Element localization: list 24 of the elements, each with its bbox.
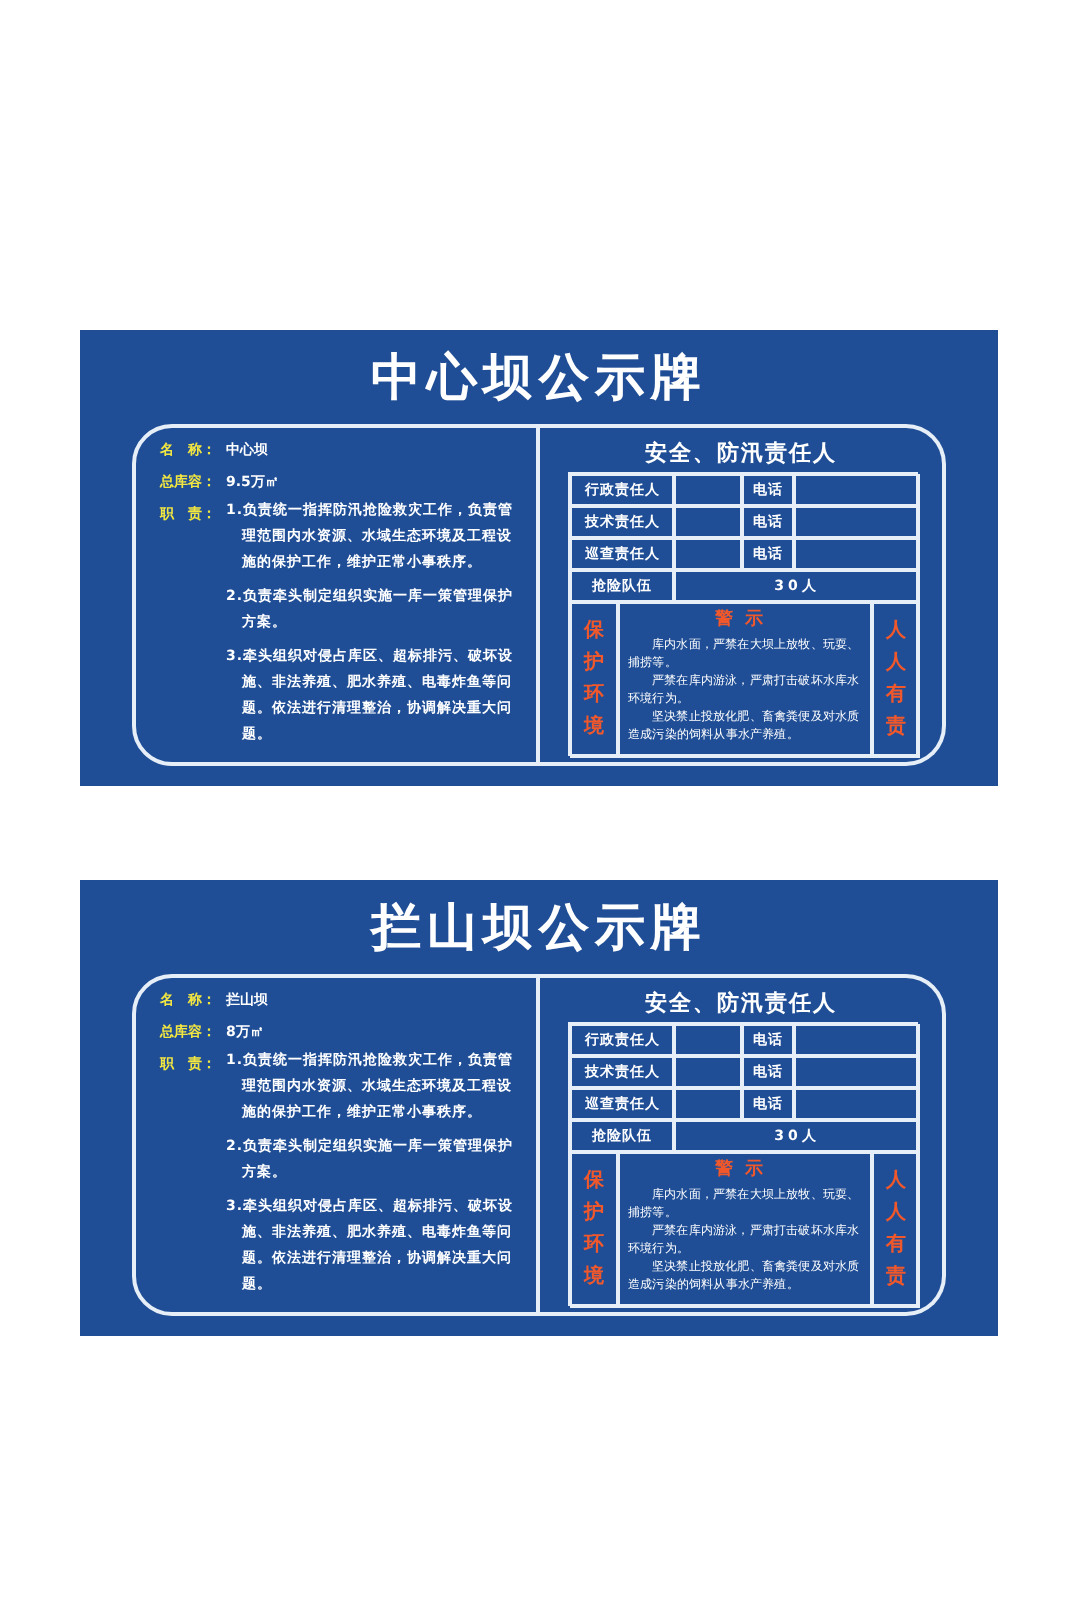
slogan-text: 人人有责: [883, 1167, 908, 1292]
slogan-text: 保护环境: [581, 1168, 606, 1292]
sign-title: 拦山坝公示牌: [367, 896, 709, 960]
slogan-text: 保护环境: [581, 618, 606, 742]
responsibility-table: [568, 1022, 918, 1306]
duty-panel: [540, 424, 946, 766]
sign-title: 中心坝公示牌: [369, 346, 709, 410]
warning-heading: 警示: [713, 610, 777, 632]
slogan-box: [872, 602, 920, 758]
slogan-box: [570, 602, 618, 758]
sign-board: [80, 330, 998, 786]
slogan-box: [872, 1152, 920, 1308]
slogan-text: 人人有责: [883, 617, 908, 742]
panel-heading: 安全、防汛责任人: [643, 988, 839, 1018]
warning-heading: 警示: [713, 1160, 777, 1182]
sign-board: [80, 880, 998, 1336]
info-panel: [132, 424, 540, 766]
warning-box: [618, 602, 872, 758]
duty-panel: [540, 974, 946, 1316]
info-panel: [132, 974, 540, 1316]
responsibility-table: [568, 472, 918, 756]
slogan-box: [570, 1152, 618, 1308]
warning-box: [618, 1152, 872, 1308]
panel-heading: 安全、防汛责任人: [643, 438, 839, 468]
